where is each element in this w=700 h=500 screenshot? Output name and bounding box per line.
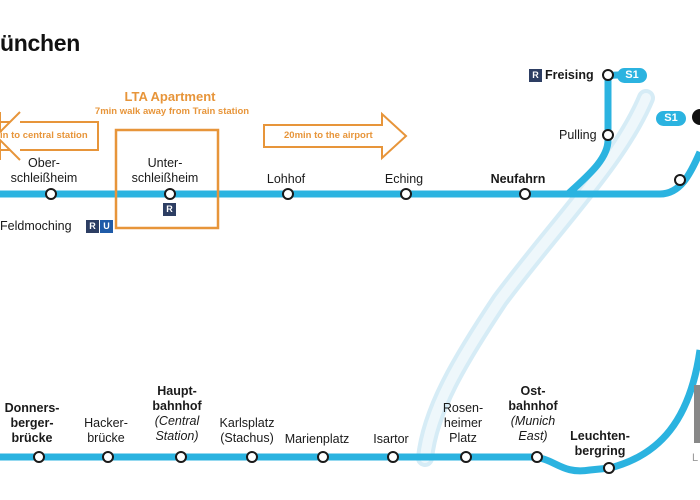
edge-dot <box>692 109 700 125</box>
stations-top <box>45 69 686 200</box>
station-dot-hacker <box>102 451 114 463</box>
station-dot-unter <box>164 188 176 200</box>
station-dot-isartor <box>387 451 399 463</box>
arrow-airport <box>263 111 408 161</box>
map-title: ünchen <box>0 30 80 56</box>
edge-block <box>694 385 700 443</box>
station-rosenheimer-platz: Rosen- heimer Platz <box>442 401 484 445</box>
s1-line-right <box>609 349 700 472</box>
station-leuchtenbergring: Leuchten- bergring <box>570 429 630 458</box>
station-isartor: Isartor <box>373 432 409 446</box>
station-karlsplatz: Karlsplatz (Stachus) <box>219 416 275 445</box>
station-dot-neufahrn <box>519 188 531 200</box>
station-hackerbruecke: Hacker- brücke <box>84 416 128 445</box>
station-freising: Freising <box>545 68 594 82</box>
regional-train-icon: R <box>86 220 99 233</box>
station-dot-karlsplatz <box>246 451 258 463</box>
station-dot-leuchten <box>603 462 615 474</box>
s1-badge-airport: S1 <box>656 111 686 126</box>
s1-badge-freising: S1 <box>617 68 647 83</box>
arrow-airport-label: 20min to the airport <box>284 130 373 141</box>
station-dot-hbf <box>175 451 187 463</box>
station-dot-right <box>674 174 686 186</box>
apartment-title: LTA Apartment <box>124 89 216 104</box>
station-dot-lohhof <box>282 188 294 200</box>
station-dot-rosen <box>460 451 472 463</box>
station-neufahrn: Neufahrn <box>490 172 546 186</box>
station-ostbahnhof: Ost- bahnhof (Munich East) <box>508 384 558 443</box>
arrow-central-label: in to central station <box>0 130 88 141</box>
station-dot-donners <box>33 451 45 463</box>
regional-train-icon: R <box>529 69 542 82</box>
airport-route-inner <box>420 93 651 463</box>
station-pulling: Pulling <box>559 128 597 142</box>
station-feldmoching: Feldmoching <box>0 219 72 233</box>
station-oberschleissheim: Ober- schleißheim <box>10 156 78 185</box>
station-hauptbahnhof: Haupt- bahnhof (Central Station) <box>152 384 202 443</box>
apartment-subtitle: 7min walk away from Train station <box>94 106 250 117</box>
station-unterschleissheim: Unter- schleißheim <box>131 156 199 185</box>
regional-train-icon: R <box>163 203 176 216</box>
arrow-central <box>0 112 99 160</box>
s1-line-bottom <box>0 453 611 475</box>
station-dot-pulling <box>602 129 614 141</box>
apartment-box <box>114 128 220 230</box>
stations-bottom <box>33 451 615 474</box>
ubahn-icon: U <box>100 220 113 233</box>
station-dot-ober <box>45 188 57 200</box>
edge-text: L <box>692 452 699 464</box>
station-donnersbergerbruecke: Donners- berger- brücke <box>4 401 60 445</box>
station-dot-ost <box>531 451 543 463</box>
station-lohhof: Lohhof <box>266 172 306 186</box>
station-eching: Eching <box>384 172 424 186</box>
station-dot-marienplatz <box>317 451 329 463</box>
station-dot-eching <box>400 188 412 200</box>
station-marienplatz: Marienplatz <box>284 432 350 446</box>
station-dot-freising <box>602 69 614 81</box>
